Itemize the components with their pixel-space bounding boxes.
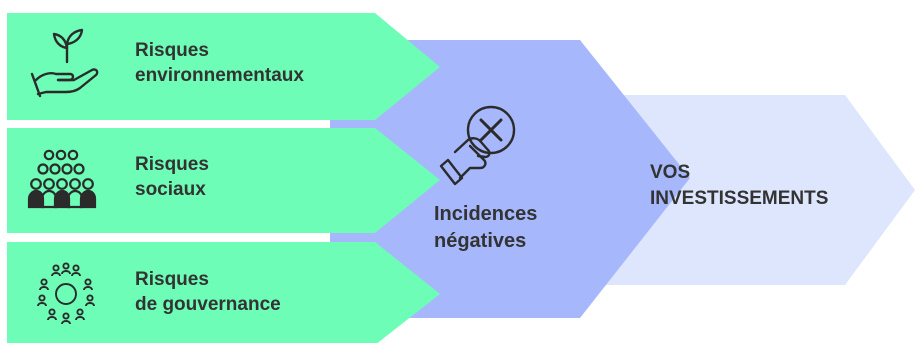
- crowd-icon: [27, 149, 97, 209]
- middle-chevron: [330, 40, 690, 318]
- risk-band-governance: [7, 242, 440, 343]
- outcome-label: VOS INVESTISSEMENTS: [650, 160, 828, 211]
- middle-line2: négatives: [434, 229, 527, 252]
- middle-line1: Incidences: [434, 203, 538, 225]
- risk-title: Risques: [135, 40, 209, 61]
- risk-subtitle: environnementaux: [135, 65, 304, 87]
- hand-rejecting-icon: [439, 105, 516, 186]
- risk-label-social: Risques sociaux: [135, 152, 209, 203]
- risk-label-governance: Risques de gouvernance: [135, 267, 281, 318]
- risk-subtitle: sociaux: [135, 179, 206, 201]
- negative-impacts-label: Incidences négatives: [434, 201, 537, 254]
- risk-label-environmental: Risques environnementaux: [135, 38, 304, 89]
- plant-in-hand-icon: [30, 28, 99, 98]
- risk-band-social: [7, 128, 440, 233]
- risk-title: Risques: [135, 154, 209, 175]
- risk-title: Risques: [135, 269, 209, 290]
- outcome-line2: INVESTISSEMENTS: [650, 187, 829, 209]
- risk-band-environmental: [7, 13, 440, 120]
- outcome-line1: VOS: [650, 162, 691, 183]
- governance-network-icon: [37, 262, 95, 325]
- risk-subtitle: de gouvernance: [135, 294, 281, 316]
